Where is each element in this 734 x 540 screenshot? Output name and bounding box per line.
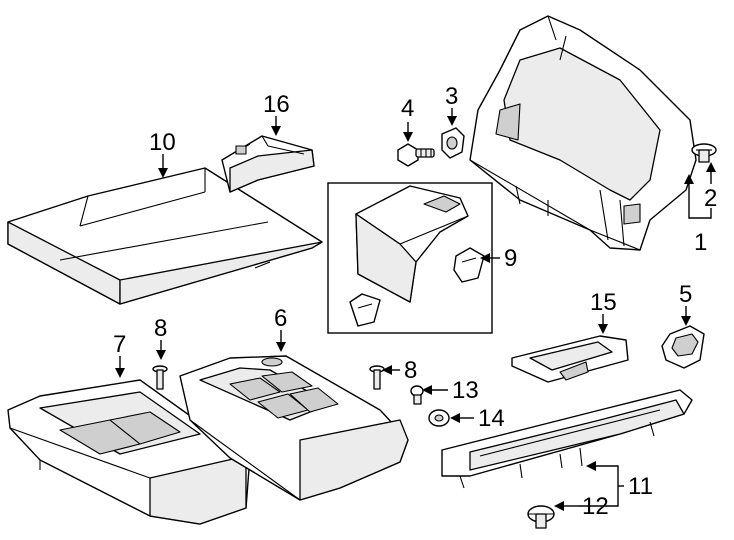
callout-16: 16 — [263, 91, 290, 118]
callout-8-right: 8 — [404, 357, 417, 384]
part-5-hook — [661, 325, 705, 369]
part-14-grommet — [428, 409, 450, 427]
part-9-detail-box — [327, 182, 493, 334]
part-1-quarter-trim-panel — [469, 15, 697, 251]
callout-13: 13 — [452, 377, 479, 404]
callout-11: 11 — [628, 473, 653, 500]
part-6-storage-box — [179, 355, 409, 501]
callout-3: 3 — [445, 83, 458, 110]
part-11-scuff-plate — [441, 389, 693, 489]
callout-6: 6 — [274, 305, 287, 332]
part-2-push-clip — [691, 143, 717, 163]
part-12-push-clip — [527, 505, 555, 529]
callout-9: 9 — [504, 245, 517, 272]
callout-1: 1 — [694, 229, 707, 256]
part-15-bin — [511, 335, 629, 383]
part-8-pin-right — [369, 365, 385, 390]
callout-4: 4 — [401, 95, 414, 122]
leaders — [115, 108, 716, 511]
part-13-clip — [410, 385, 424, 405]
part-4-bolt — [397, 143, 435, 167]
callout-15: 15 — [590, 289, 617, 316]
part-3-grommet — [441, 127, 465, 159]
callout-5: 5 — [679, 281, 692, 308]
callout-10: 10 — [149, 129, 176, 156]
callout-labels: 10 16 4 3 2 1 9 5 15 6 7 8 8 13 14 11 12 — [113, 83, 717, 520]
callout-12: 12 — [582, 493, 609, 520]
part-10-floor-mat — [7, 167, 323, 305]
callout-7: 7 — [113, 331, 126, 358]
callout-2: 2 — [704, 185, 717, 212]
part-8-pin-left — [152, 365, 168, 390]
callout-14: 14 — [478, 405, 505, 432]
part-16-small-tray — [221, 135, 315, 193]
callout-8-left: 8 — [154, 315, 167, 342]
